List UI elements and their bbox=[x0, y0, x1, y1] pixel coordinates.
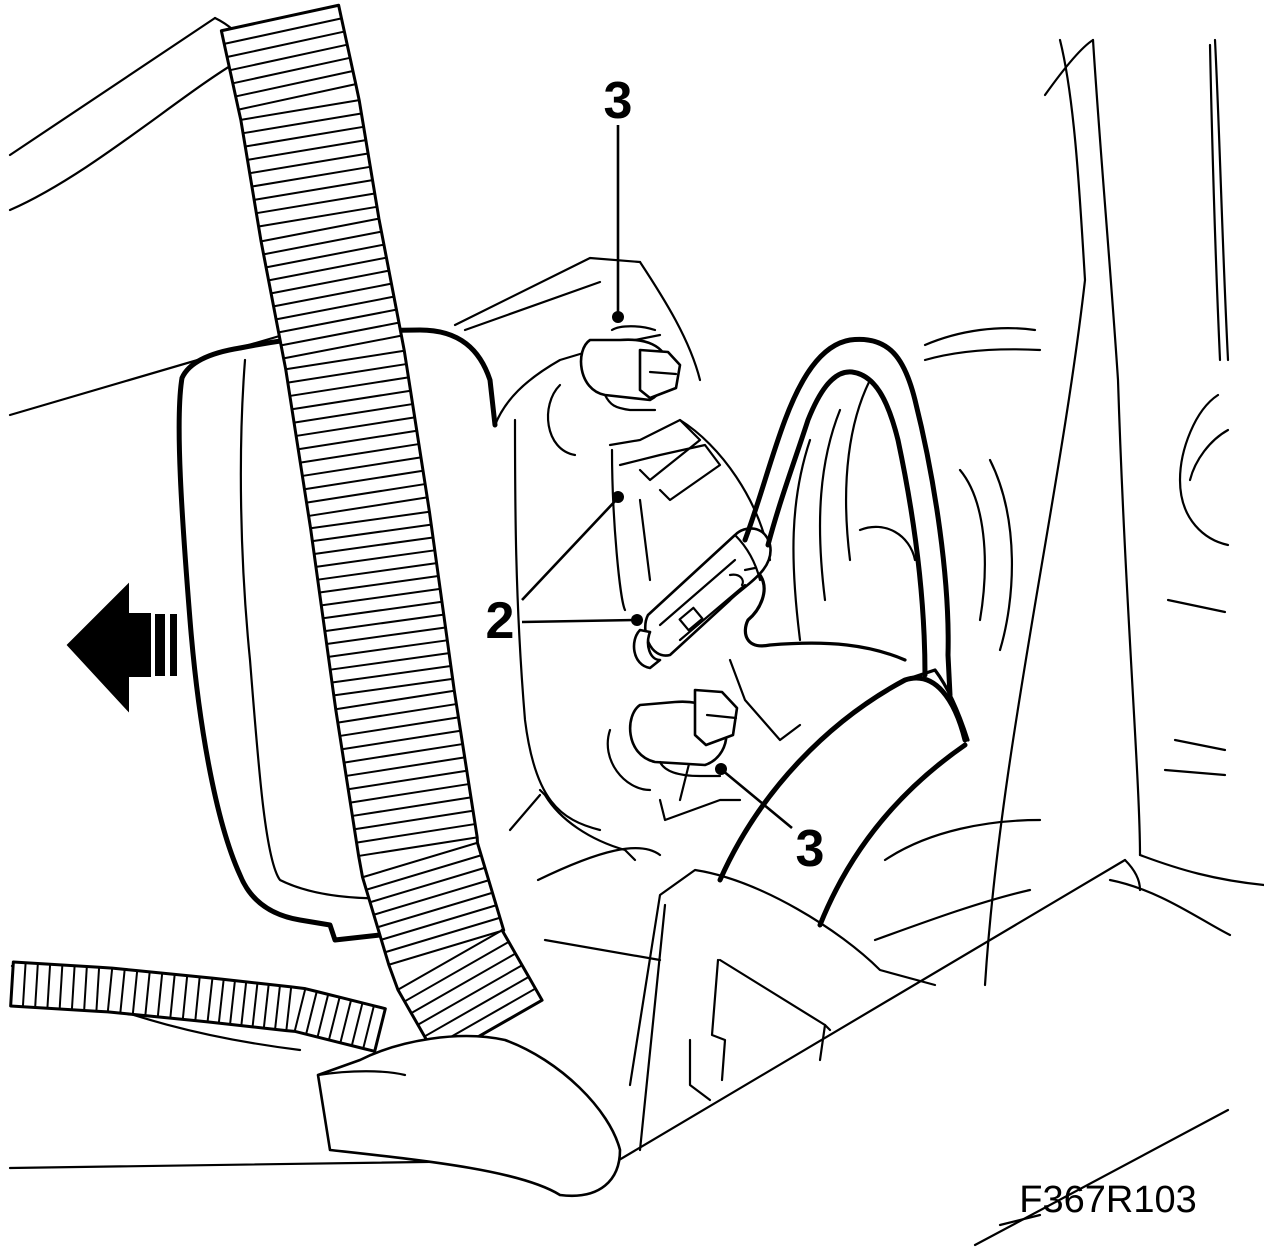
callout-dot bbox=[612, 491, 624, 503]
cable-loop bbox=[742, 327, 1042, 698]
lower-bracket bbox=[628, 868, 937, 1152]
bolt-icon bbox=[628, 688, 739, 778]
callout-3-bottom: 3 bbox=[796, 820, 825, 878]
left-arrow-icon bbox=[66, 582, 177, 713]
callout-2: 2 bbox=[486, 592, 515, 650]
callout-3-top: 3 bbox=[604, 72, 633, 130]
callout-dot bbox=[715, 763, 727, 775]
background-panels bbox=[8, 16, 1264, 1247]
strap bbox=[717, 668, 970, 928]
callout-dot bbox=[631, 614, 643, 626]
wiring-harness-icon bbox=[219, 3, 544, 1062]
callouts: 3 2 3 bbox=[486, 72, 825, 878]
bolt-icon bbox=[579, 325, 682, 412]
figure-id: F367R103 bbox=[1019, 1179, 1196, 1221]
round-component bbox=[792, 378, 1042, 942]
lower-wiring-harness bbox=[9, 960, 387, 1053]
callout-dot bbox=[612, 311, 624, 323]
harness-clip bbox=[316, 1034, 622, 1198]
connector-icon bbox=[632, 527, 772, 670]
